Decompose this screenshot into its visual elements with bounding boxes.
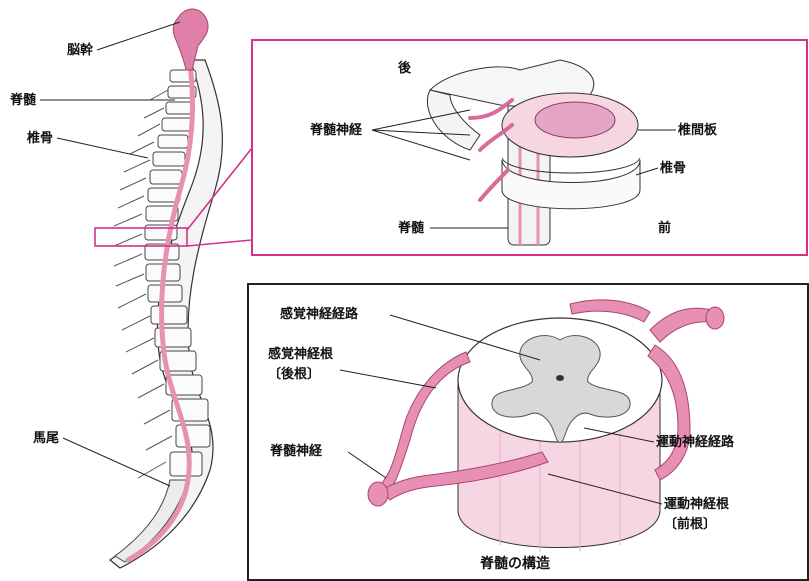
label-spinal-cord-top: 脊髄: [397, 220, 424, 236]
label-intervertebral-disc: 椎間板: [677, 122, 718, 138]
label-motor-root-1: 運動神経根: [664, 496, 730, 512]
label-vertebra-top: 椎骨: [659, 160, 686, 176]
disc-nucleus: [535, 102, 615, 138]
label-anterior: 前: [658, 220, 671, 236]
label-spinal-cord-left: 脊髄: [9, 92, 36, 108]
left-nerve-stump: [368, 482, 388, 506]
label-spinal-nerve-top: 脊髄神経: [309, 122, 363, 138]
vertebra-closeup-panel: 後 脊髄神経 椎間板 椎骨 脊髄 前: [252, 40, 807, 255]
caption-spinal-cord-structure: 脊髄の構造: [479, 555, 550, 572]
cross-section-panel: 感覚神経経路 感覚神経根 〔後根〕 脊髄神経 運動神経経路 運動神経根 〔前根〕…: [248, 284, 808, 580]
label-spinal-nerve-bottom: 脊髄神経: [269, 443, 323, 459]
vertebral-bodies: [145, 70, 210, 476]
spine-illustration: 脳幹 脊髄 椎骨 馬尾: [9, 9, 252, 568]
label-brainstem: 脳幹: [67, 42, 94, 58]
label-cauda-equina: 馬尾: [33, 431, 59, 446]
label-motor-tract: 運動神経経路: [656, 434, 735, 450]
label-motor-root-2: 〔前根〕: [664, 516, 716, 532]
label-sensory-root-2: 〔後根〕: [268, 366, 320, 382]
label-posterior: 後: [398, 60, 412, 76]
label-vertebra-left: 椎骨: [26, 130, 53, 146]
label-sensory-root-1: 感覚神経根: [268, 346, 334, 362]
label-sensory-tract: 感覚神経経路: [280, 306, 359, 322]
central-canal: [556, 375, 564, 381]
right-nerve-stump: [706, 307, 724, 329]
